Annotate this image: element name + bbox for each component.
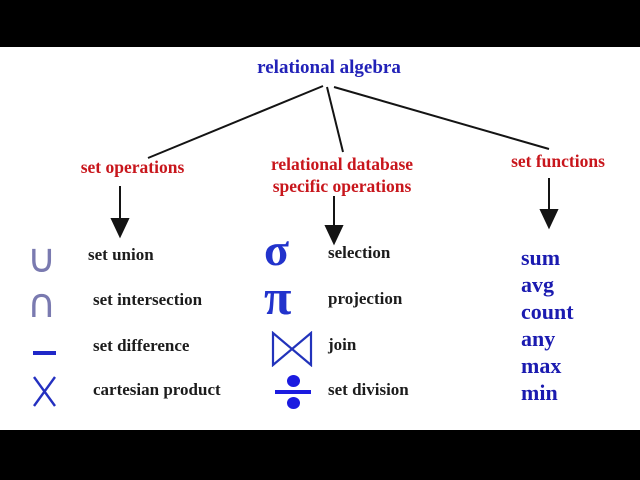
pi-symbol: π bbox=[264, 269, 292, 325]
set-function-max: max bbox=[521, 353, 562, 378]
branch-set-functions: set functions bbox=[511, 151, 605, 171]
intersection-symbol: ∩ bbox=[27, 281, 57, 327]
set-difference-label: set difference bbox=[93, 336, 190, 355]
top-letterbox-bar bbox=[0, 0, 640, 47]
join-label: join bbox=[328, 335, 357, 354]
arrow-down-icon bbox=[110, 218, 130, 239]
union-symbol: ∪ bbox=[27, 236, 57, 282]
branch-set-operations: set operations bbox=[80, 157, 185, 177]
branch-label-line-2: specific operations bbox=[272, 176, 412, 196]
bowtie-join-symbol bbox=[271, 331, 313, 367]
branch-relational-db-operations: relational database specific operations bbox=[252, 153, 432, 197]
branch-label-line-1: relational database bbox=[270, 154, 414, 174]
set-functions-list: sum avg count any max min bbox=[521, 244, 574, 406]
arrow-down-icon bbox=[539, 209, 559, 230]
arrow-down-icon bbox=[324, 225, 344, 246]
division-symbol bbox=[275, 375, 311, 409]
projection-label: projection bbox=[328, 289, 403, 308]
set-function-sum: sum bbox=[521, 245, 561, 270]
selection-label: selection bbox=[328, 243, 391, 262]
branch-line-middle bbox=[326, 86, 344, 153]
set-union-label: set union bbox=[88, 245, 154, 264]
branch-line-left bbox=[147, 85, 324, 159]
set-division-label: set division bbox=[328, 380, 409, 399]
branch-line-right bbox=[333, 86, 550, 150]
set-function-count: count bbox=[521, 299, 574, 324]
division-bar bbox=[275, 390, 311, 394]
minus-symbol bbox=[33, 351, 56, 355]
sigma-symbol: σ bbox=[264, 224, 290, 275]
root-node-label: relational algebra bbox=[257, 57, 401, 78]
set-function-avg: avg bbox=[521, 272, 554, 297]
cross-product-symbol bbox=[33, 376, 56, 407]
set-intersection-label: set intersection bbox=[93, 290, 203, 309]
set-function-min: min bbox=[521, 380, 558, 405]
cartesian-product-label: cartesian product bbox=[93, 380, 221, 399]
bottom-letterbox-bar bbox=[0, 430, 640, 480]
division-dot-bottom bbox=[286, 397, 300, 409]
division-dot-top bbox=[286, 375, 300, 387]
set-function-any: any bbox=[521, 326, 556, 351]
